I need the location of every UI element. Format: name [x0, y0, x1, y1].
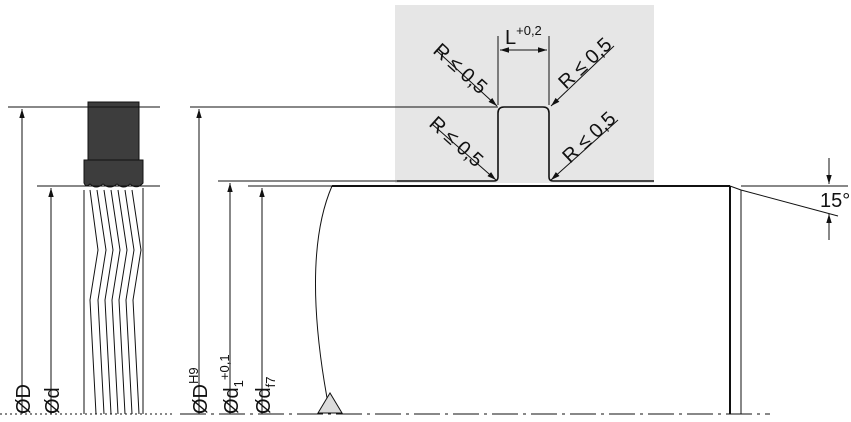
seal-hatching: [83, 188, 144, 415]
housing-region: [395, 5, 654, 183]
dimension-lines: [19, 109, 265, 414]
rod-break-line: [315, 185, 333, 415]
groove-width-dimension: [497, 36, 550, 105]
radius-leaders: [431, 45, 619, 181]
rod: [0, 185, 770, 415]
label-groove-width: L+0,2: [505, 23, 542, 49]
label-bore-dia: ØDH9: [186, 367, 212, 414]
rod-break-wedge: [317, 392, 343, 414]
leader-top-left: [435, 49, 498, 107]
leader-top-right: [550, 45, 615, 107]
label-inner-dia: Ød: [42, 387, 64, 414]
leader-bottom-left: [431, 123, 497, 181]
leader-bottom-right: [550, 119, 619, 181]
extension-lines: [8, 106, 848, 217]
label-chamfer-angle: 15°: [820, 190, 850, 212]
label-outer-dia: ØD: [13, 384, 35, 414]
rod-chamfer-top: [729, 185, 742, 191]
seal-energizer-ring: [83, 159, 144, 188]
groove-profile: [397, 106, 654, 182]
seal-cap-ring: [87, 101, 140, 163]
label-groove-dia: Ød1+0,1: [217, 354, 246, 414]
label-rod-dia: Ødf7: [253, 376, 278, 414]
seal-cross-section: [83, 101, 144, 415]
